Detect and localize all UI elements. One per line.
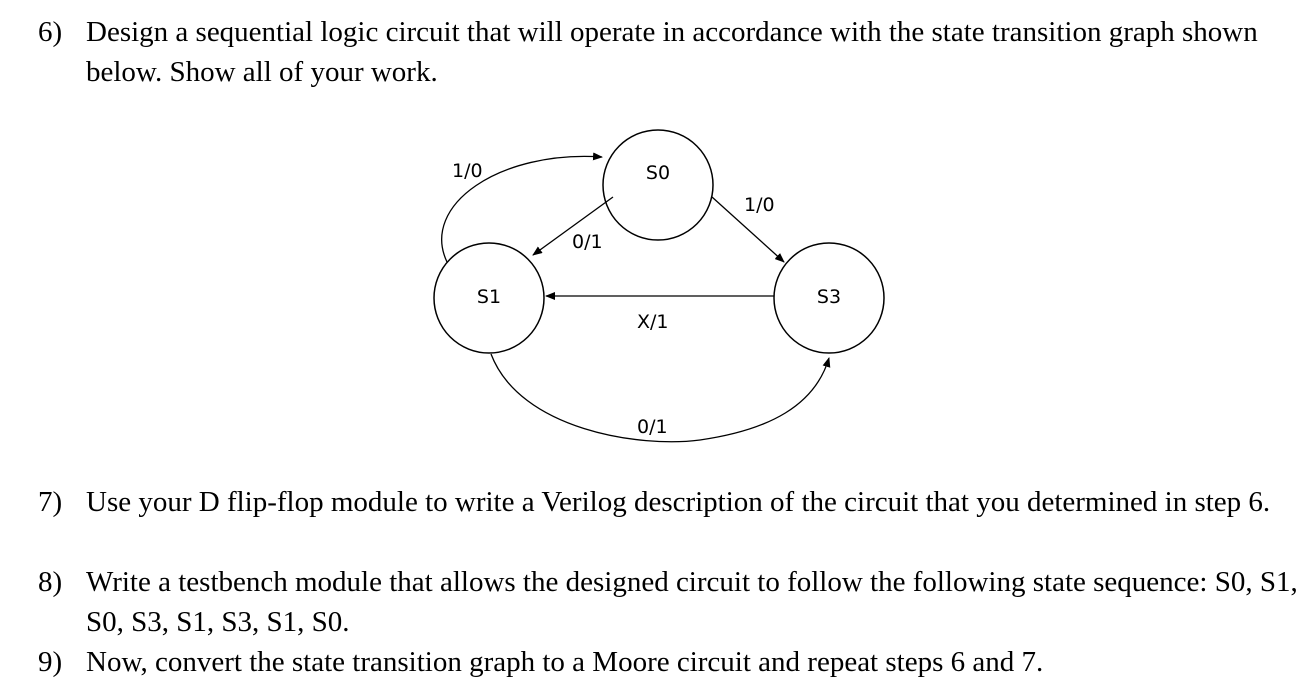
question-8: 8) Write a testbench module that allows … — [38, 562, 1298, 642]
question-7: 7) Use your D flip-flop module to write … — [38, 482, 1298, 522]
label-s3-to-s1: X/1 — [637, 311, 669, 333]
label-s0-to-s1: 0/1 — [572, 231, 603, 253]
transition-s0-to-s1 — [532, 196, 614, 256]
state-s3-label: S3 — [817, 286, 841, 308]
transition-s0-to-s3 — [711, 196, 785, 263]
state-s1-label: S1 — [477, 286, 501, 308]
label-s1-to-s0: 1/0 — [452, 160, 483, 182]
question-9: 9) Now, convert the state transition gra… — [38, 642, 1298, 682]
label-s0-to-s3: 1/0 — [744, 194, 775, 216]
question-7-number: 7) — [38, 486, 63, 518]
state-transition-graph: S0 S1 S3 1/0 0/1 1/0 X/1 0/1 — [433, 129, 885, 443]
question-7-text: Use your D flip-flop module to write a V… — [86, 486, 1271, 518]
question-8-number: 8) — [38, 566, 63, 598]
question-9-number: 9) — [38, 646, 63, 678]
question-9-text: Now, convert the state transition graph … — [86, 646, 1044, 678]
question-6-number: 6) — [38, 16, 63, 48]
label-s1-to-s3: 0/1 — [637, 416, 668, 438]
state-s3: S3 — [773, 242, 885, 354]
transition-s1-to-s3 — [490, 353, 831, 443]
question-8-text: Write a testbench module that allows the… — [86, 566, 1298, 638]
state-s1: S1 — [433, 242, 545, 354]
transition-s1-to-s0 — [441, 152, 603, 263]
state-s0-label: S0 — [646, 162, 670, 184]
question-6-text: Design a sequential logic circuit that w… — [86, 16, 1258, 88]
state-s0: S0 — [602, 129, 714, 241]
question-6: 6) Design a sequential logic circuit tha… — [38, 12, 1298, 92]
